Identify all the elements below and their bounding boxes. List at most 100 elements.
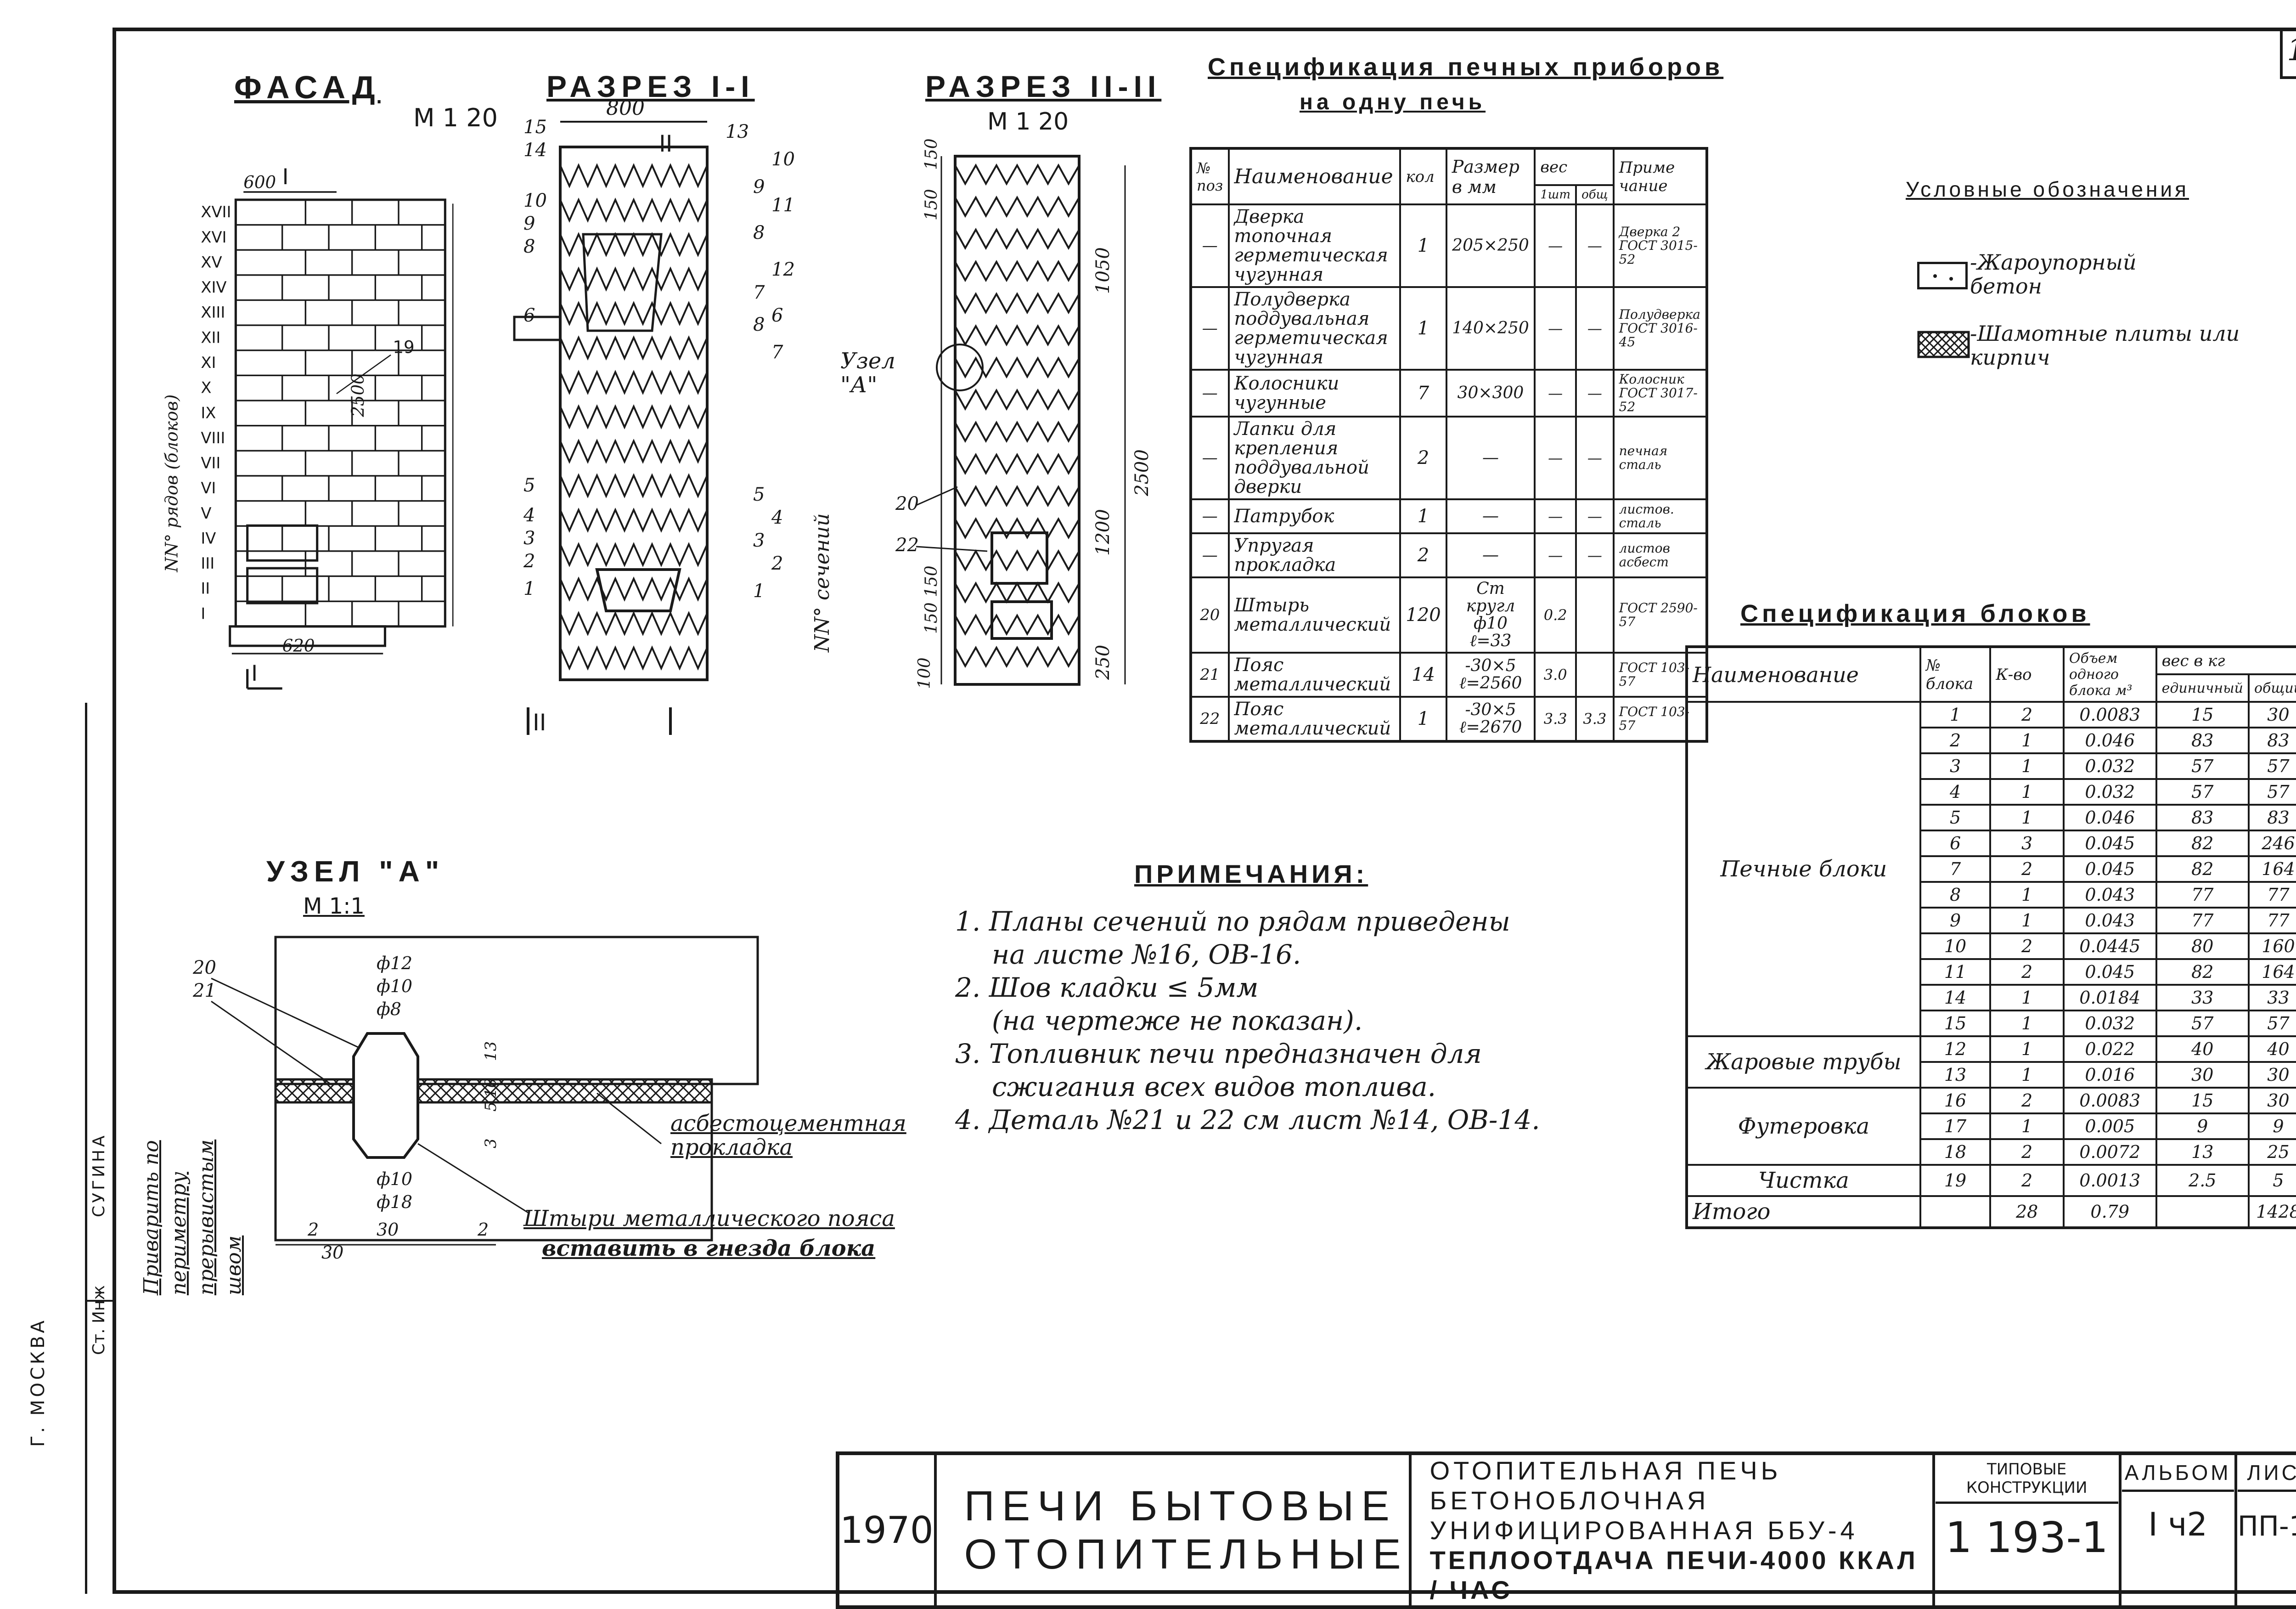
cell: 2 <box>1989 855 2065 883</box>
node-a-label-weld: Приварить по периметру прерывистым швом <box>140 1139 246 1295</box>
group-name: Чистка <box>1686 1164 1921 1197</box>
cell: 15 <box>2155 1087 2250 1114</box>
cell-note: ГОСТ 2590-57 <box>1612 576 1708 654</box>
section1-callout-left: 1 <box>523 578 535 599</box>
cell-note: листов. сталь <box>1612 498 1708 534</box>
tb-album-label: АЛЬБОМ <box>2122 1456 2234 1492</box>
section2-dim-right-1: 1050 <box>1092 247 1114 294</box>
section1-callout-right: 4 <box>771 507 783 528</box>
node-a-dim-13: 13 <box>482 1041 500 1061</box>
cell: 77 <box>2155 881 2250 909</box>
cell: 164 <box>2247 958 2296 986</box>
cell: 1 <box>1989 984 2065 1011</box>
cell-name: Упругая прокладка <box>1227 532 1401 578</box>
node-a-callout-20: 20 <box>192 957 216 978</box>
cell: 77 <box>2247 881 2296 909</box>
cell-pos: — <box>1190 286 1230 371</box>
total-empty <box>1919 1195 1992 1229</box>
cell-pos: — <box>1190 416 1230 500</box>
section2-title: РАЗРЕЗ II-II <box>925 69 1162 103</box>
facade-row-label: XV <box>201 253 222 271</box>
facade-dim-bottom: 620 <box>282 636 315 656</box>
cell: 0.0072 <box>2062 1138 2157 1166</box>
section1-callout-right: 13 <box>726 121 749 142</box>
section2-dim-left-1: 150 <box>922 189 941 220</box>
cell-wt <box>1575 652 1615 698</box>
facade-door-lower <box>246 567 319 604</box>
notes-list: 1. Планы сечений по рядам приведены на л… <box>955 905 1552 1136</box>
section2-course <box>954 581 1080 604</box>
cell: 77 <box>2247 907 2296 934</box>
section2-callout-20: 20 <box>895 493 919 514</box>
sheet-number: 15 <box>2287 32 2296 68</box>
tb-sheet-label: ЛИСТ <box>2237 1456 2296 1492</box>
section1-title: РАЗРЕЗ I-I <box>546 69 755 103</box>
tb-std-no: 1 193-1 <box>1945 1513 2109 1562</box>
tb-desc-2: УНИФИЦИРОВАННАЯ ББУ-4 <box>1429 1516 1858 1545</box>
svg-text:II: II <box>533 709 546 736</box>
facade-rows-label: NN° рядов (блоков) <box>162 395 182 573</box>
cell-wt: — <box>1575 286 1615 371</box>
spec-devices-table: № поз Наименование кол Размер в мм вес П… <box>1189 147 1708 743</box>
section1-course <box>559 576 708 602</box>
section1-callout-right: 5 <box>753 484 765 505</box>
cell: 0.032 <box>2062 778 2157 806</box>
section2-course <box>954 420 1080 443</box>
cell-pos: — <box>1190 532 1230 578</box>
node-a-dim-10: 10 <box>482 1078 500 1098</box>
facade-row-label: X <box>201 379 211 397</box>
cell: 0.022 <box>2062 1035 2157 1063</box>
cell: 12 <box>1919 1035 1992 1063</box>
node-a-pin <box>352 1032 419 1159</box>
section1-course <box>559 542 708 567</box>
node-a-dim-3: 3 <box>482 1138 500 1148</box>
cell-wt: — <box>1575 532 1615 578</box>
cell: 13 <box>1919 1061 1992 1089</box>
cell: 17 <box>1919 1112 1992 1140</box>
sd-h-weight: вес <box>1534 147 1615 186</box>
section1-callout-left: 9 <box>523 213 535 234</box>
node-a-label-pins: Штыри металлического пояса <box>523 1206 895 1231</box>
cell: 57 <box>2247 778 2296 806</box>
cell-wt: — <box>1575 498 1615 534</box>
section2-course <box>954 388 1080 411</box>
facade-row-label: XIV <box>201 278 226 296</box>
cell: 57 <box>2247 1010 2296 1037</box>
section2-course <box>954 517 1080 540</box>
section2-scale: М 1 20 <box>987 108 1069 135</box>
note-line: 1. Планы сечений по рядам приведены <box>955 906 1510 937</box>
section2-course <box>954 260 1080 282</box>
cell-size: Ст кругл ф10 ℓ=33 <box>1445 576 1536 654</box>
section2-dim-right-3: 1200 <box>1092 509 1114 556</box>
facade-row-label: XVII <box>201 203 231 221</box>
section1-callout-right: 9 <box>753 176 765 198</box>
group-name: Футеровка <box>1686 1087 1921 1166</box>
cell-name: Лапки для крепления поддувальной дверки <box>1227 416 1401 500</box>
cell-size: 30×300 <box>1445 369 1536 418</box>
cell-size: — <box>1445 532 1536 578</box>
section2-course <box>954 356 1080 379</box>
sd-h-pos: № поз <box>1190 147 1230 205</box>
cell: 80 <box>2155 932 2250 960</box>
cell: 2.5 <box>2155 1164 2250 1197</box>
legend-swatch-hatch <box>1917 331 1970 358</box>
node-a-scale: М 1:1 <box>303 893 365 919</box>
section2-course <box>954 324 1080 347</box>
facade-dim-top: 600 <box>243 173 276 192</box>
cell-qty: 14 <box>1399 652 1447 698</box>
cell-pos: 21 <box>1190 652 1230 698</box>
cell-qty: 1 <box>1399 286 1447 371</box>
section1-callout-right: 2 <box>771 553 783 574</box>
notes-title: ПРИМЕЧАНИЯ: <box>1134 859 1368 888</box>
facade-drawing: 600 I 620 I 2500 19 XVIIXVIXVXIVXIIIXIIX… <box>162 164 454 690</box>
section1-cut-mark: II <box>659 130 673 157</box>
cell: 1 <box>1989 752 2065 780</box>
sd-h-name: Наименование <box>1227 147 1401 205</box>
